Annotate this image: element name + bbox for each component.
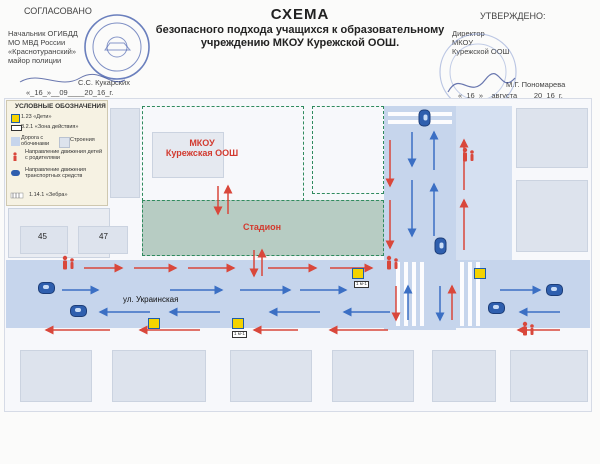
road-vertical: [384, 106, 456, 330]
building-bottom-3: [230, 350, 312, 402]
approved-right-label: УТВЕРЖДЕНО:: [480, 11, 546, 21]
legend-arrow-icons: [10, 152, 24, 199]
school-territory: [142, 106, 304, 201]
car-icon: [488, 302, 505, 314]
car-icon: [434, 237, 447, 255]
children-sign-icon: [232, 318, 244, 329]
approved-left-line4: майор полиции: [8, 56, 62, 65]
road-main: [6, 260, 590, 328]
approved-left-date: «_16_»__09____20_16_г.: [26, 88, 114, 97]
school-label-line1: МКОУ: [189, 138, 215, 148]
school-label: МКОУ Курежская ООШ: [152, 138, 252, 158]
building-bottom-5: [432, 350, 496, 402]
legend-item: Направление движения транспортных средст…: [25, 167, 86, 179]
children-sign-icon: [352, 268, 364, 279]
car-icon: [418, 109, 431, 127]
legend-title: УСЛОВНЫЕ ОБОЗНАЧЕНИЯ: [15, 103, 106, 110]
building-bottom-4: [332, 350, 414, 402]
zone-sign-plate: 1 м-1: [232, 331, 247, 338]
approved-left-line1: Начальник ОГИБДД: [8, 29, 78, 38]
legend-item: 1.14.1 «Зебра»: [29, 192, 68, 198]
approved-right-line3: Курежской ООШ: [452, 47, 510, 56]
children-sign-icon: [148, 318, 160, 329]
stadium-label: Стадион: [242, 222, 282, 232]
legend-item: Строения: [70, 137, 95, 143]
house-45: [20, 226, 68, 254]
legend-panel: УСЛОВНЫЕ ОБОЗНАЧЕНИЯ 1.23 «Дети» 8.2.1 «…: [6, 100, 108, 206]
car-icon: [70, 305, 87, 317]
legend-item: 8.2.1 «Зона действия»: [21, 124, 79, 130]
document-title: СХЕМА безопасного подхода учащихся к обр…: [150, 6, 450, 49]
building-right-1: [516, 108, 588, 168]
legend-item: Направление движения детей с родителями: [25, 149, 103, 161]
house-45-label: 45: [38, 232, 47, 241]
title-text: СХЕМА: [270, 6, 330, 23]
school-territory-annex: [312, 106, 384, 194]
subtitle-line2: учреждению МКОУ Курежской ООШ.: [200, 37, 400, 49]
approved-right-date: «_16_»__августа____20_16_г.: [458, 91, 563, 100]
school-building: [152, 132, 224, 178]
road-side: [456, 106, 512, 260]
building-top-left: [110, 108, 140, 198]
house-47-label: 47: [99, 232, 108, 241]
subtitle-line1: безопасного подхода учащихся к образоват…: [155, 24, 445, 36]
approved-left-line2: МО МВД России: [8, 38, 66, 47]
car-icon: [38, 282, 55, 294]
building-bottom-2: [112, 350, 206, 402]
building-right-2: [516, 180, 588, 252]
approved-right-line1: Директор: [452, 29, 485, 38]
legend-zone-sign-icon: [11, 125, 22, 131]
legend-building-swatch: [59, 137, 70, 148]
approved-left-signer: С.С. Кукарских: [78, 78, 130, 87]
house-47: [78, 226, 128, 254]
approved-left-label: СОГЛАСОВАНО: [24, 6, 92, 16]
street-label: ул. Украинская: [123, 295, 179, 304]
car-icon: [546, 284, 563, 296]
children-sign-icon: [474, 268, 486, 279]
legend-children-sign-icon: [11, 114, 20, 123]
legend-item: Дорога с обочинами: [21, 135, 50, 147]
legend-road-swatch: [11, 137, 20, 146]
building-bottom-1: [20, 350, 92, 402]
legend-item: 1.23 «Дети»: [21, 114, 52, 120]
building-bottom-6: [510, 350, 588, 402]
approved-left-line3: «Краснотуранский»: [8, 47, 77, 56]
approved-right-signer: М.Г. Пономарева: [506, 80, 566, 89]
approved-right-line2: МКОУ: [452, 38, 473, 47]
zone-sign-plate: 1 м-1: [354, 281, 369, 288]
school-label-line2: Курежская ООШ: [165, 148, 239, 158]
